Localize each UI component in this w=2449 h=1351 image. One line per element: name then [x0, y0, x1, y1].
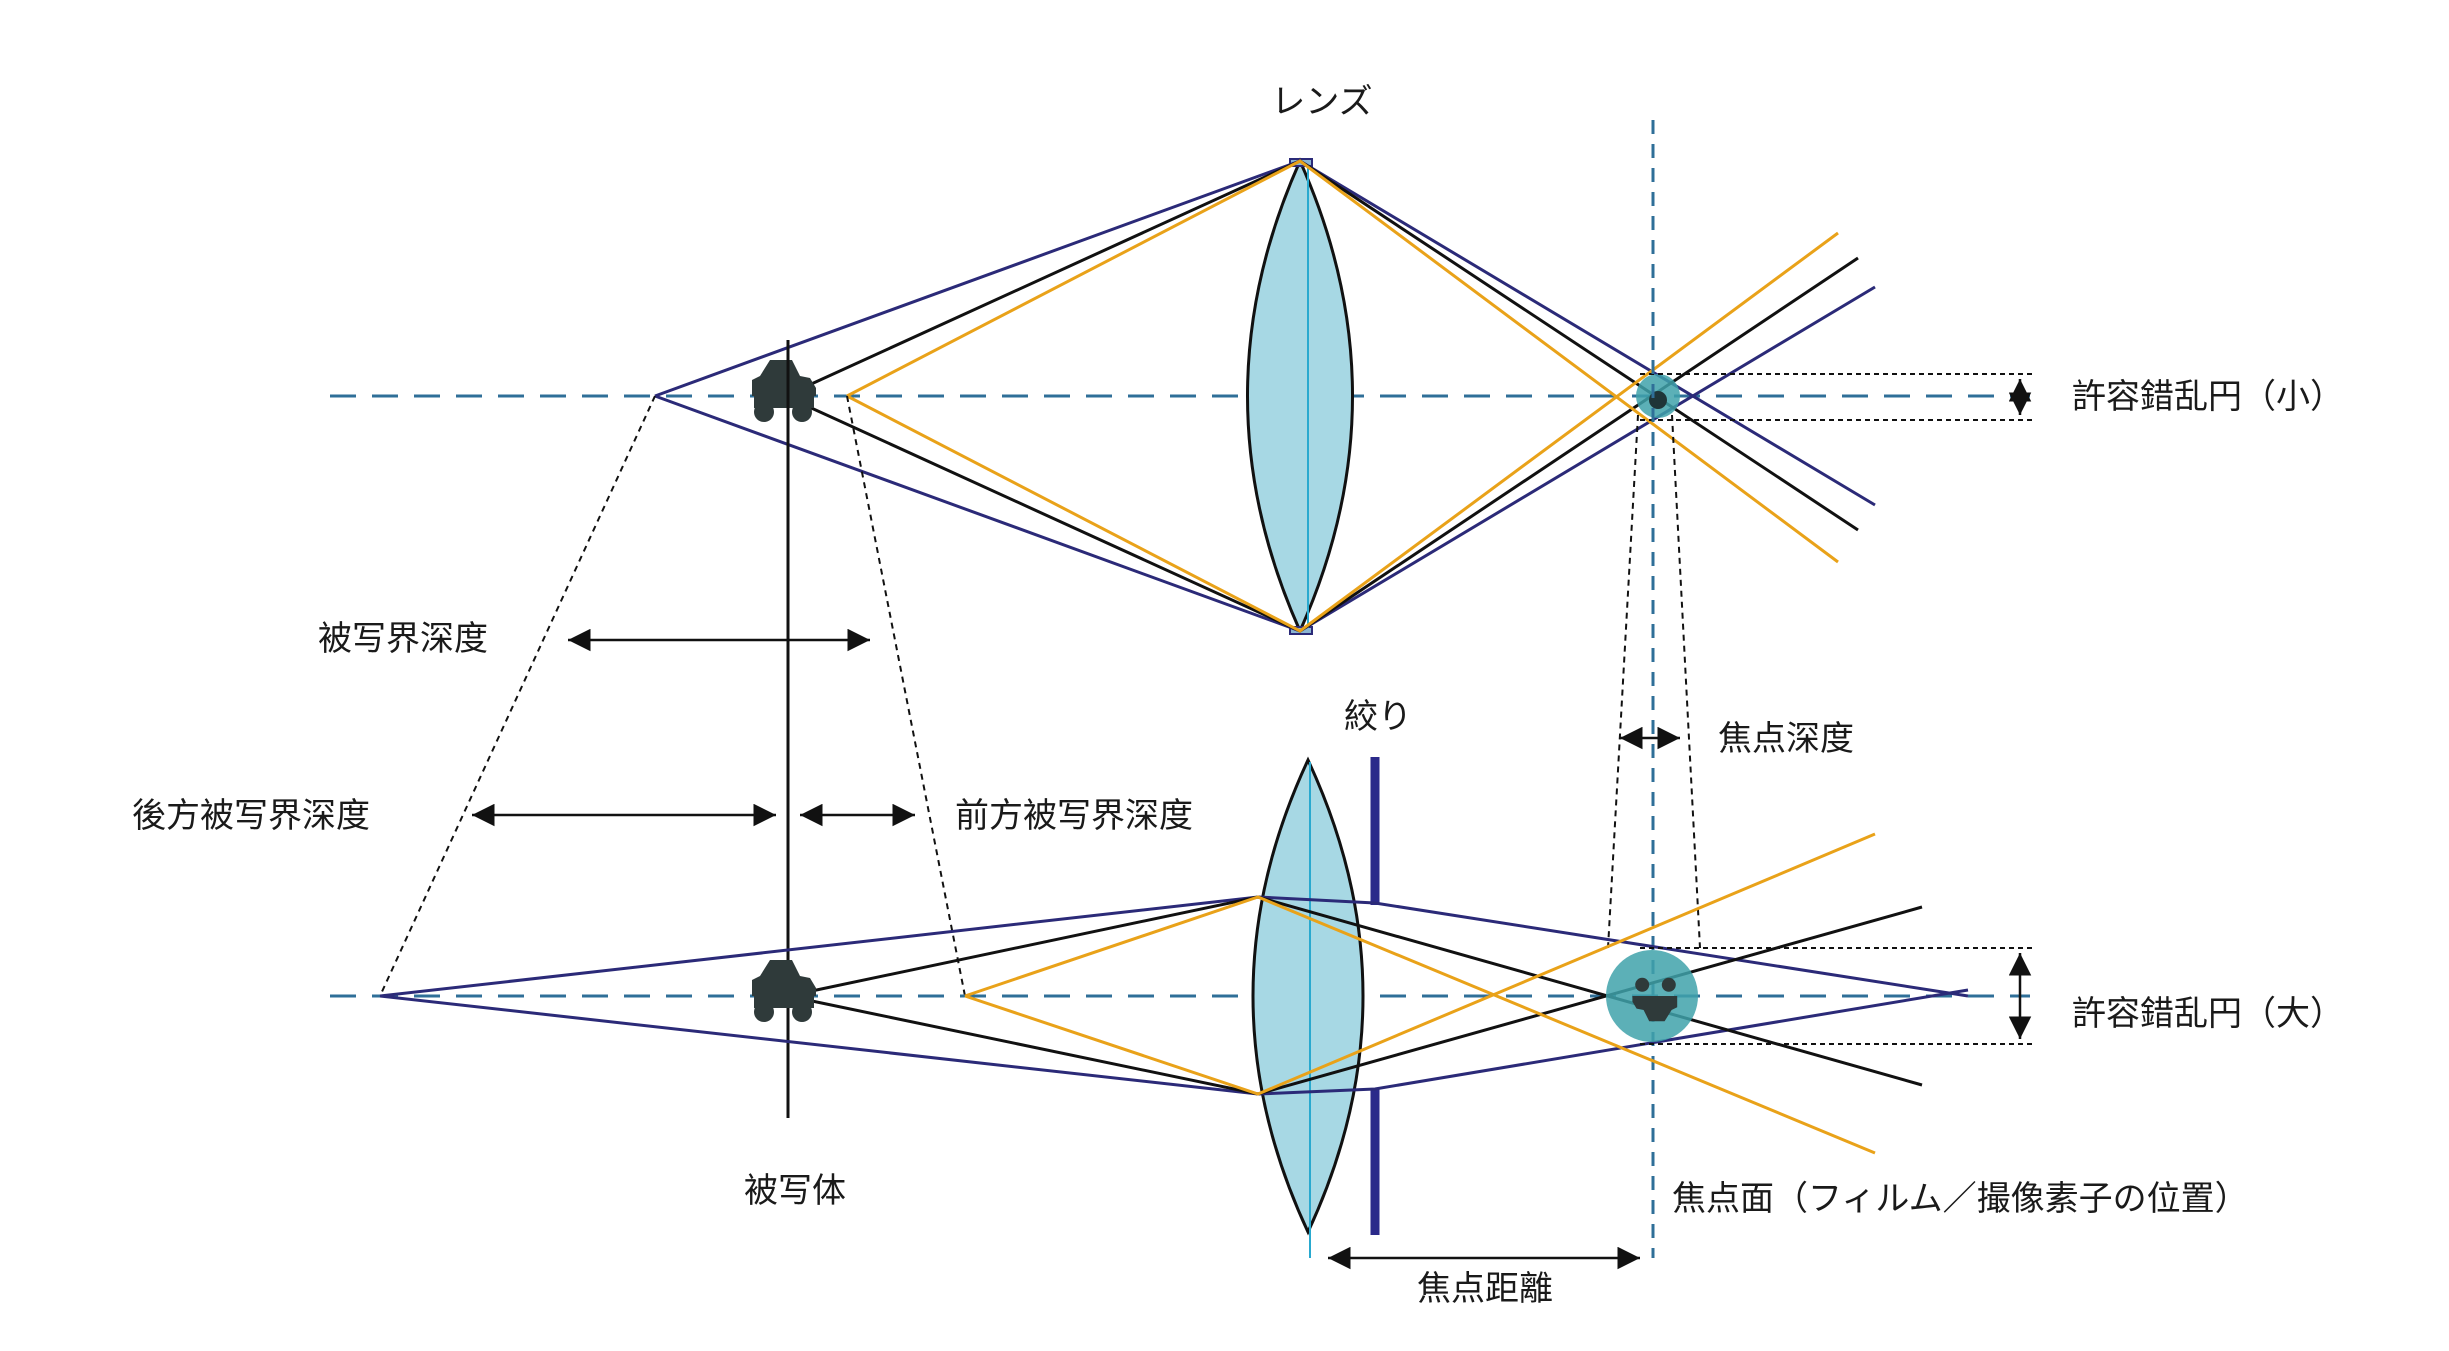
lens-label: レンズ [1271, 82, 1372, 122]
front-depth-of-field-label: 前方被写界深度 [955, 796, 1193, 836]
front-dof-guide [846, 395, 966, 997]
car-icon [752, 360, 816, 422]
bottom-orange-ray-lower [964, 832, 1876, 1096]
car-icon [752, 960, 816, 1022]
coc-small-label: 許容錯乱円（小） [2072, 377, 2344, 417]
depth-of-focus-label: 焦点深度 [1718, 719, 1854, 759]
depth-of-field-label: 被写界深度 [318, 619, 488, 659]
focal-length-label: 焦点距離 [1417, 1269, 1553, 1309]
bottom-figure [330, 756, 2035, 1270]
car-icon [1632, 977, 1678, 1022]
rear-depth-of-field-label: 後方被写界深度 [132, 796, 370, 836]
bottom-navy-ray-upper [379, 895, 1969, 998]
aperture-label: 絞り [1344, 697, 1412, 737]
top-orange-ray-lower [846, 231, 1839, 633]
bottom-orange-ray-upper [964, 895, 1876, 1155]
bottom-navy-ray-lower [379, 988, 1969, 1096]
subject-label: 被写体 [744, 1171, 846, 1211]
rear-dof-guide [379, 395, 656, 997]
focus-depth-guide-right [1671, 414, 1701, 949]
bottom-lens [1251, 756, 1365, 1236]
coc-large-label: 許容錯乱円（大） [2072, 994, 2344, 1034]
top-figure [330, 157, 2035, 635]
focus-depth-guide-left [1607, 414, 1639, 949]
top-lens [1246, 157, 1354, 635]
top-orange-ray-upper [846, 159, 1839, 564]
focal-plane-label: 焦点面（フィルム／撮像素子の位置） [1672, 1179, 2249, 1219]
